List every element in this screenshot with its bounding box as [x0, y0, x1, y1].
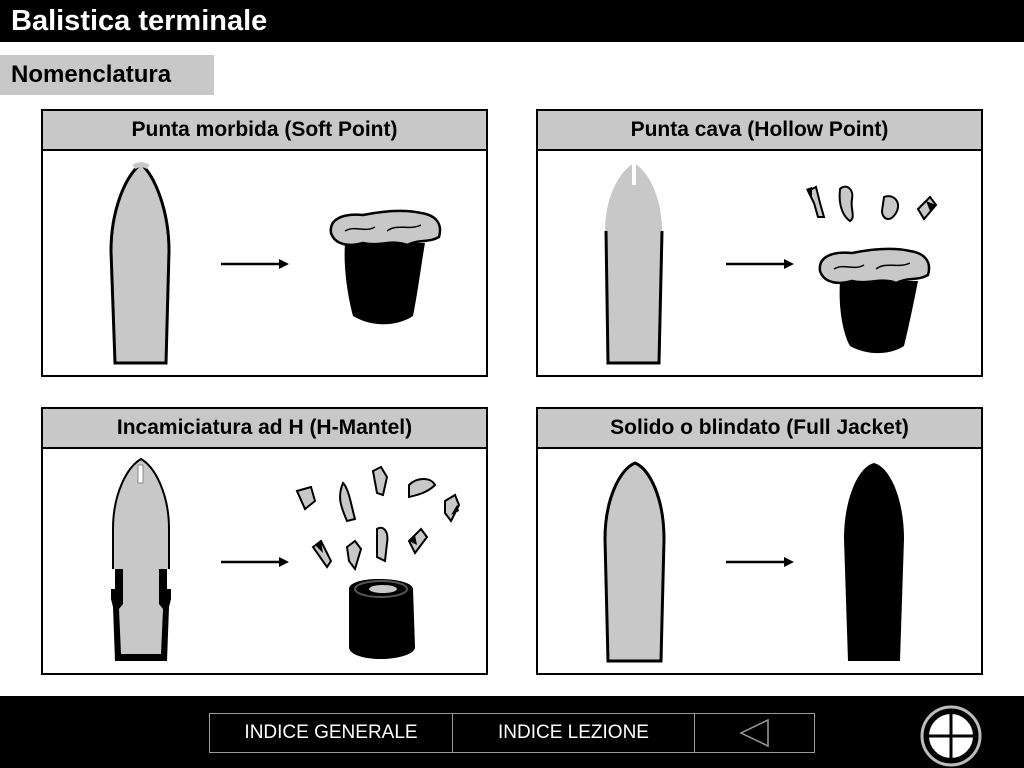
full-jacket-diagram	[603, 461, 904, 663]
nav-bar: INDICE GENERALE INDICE LEZIONE	[209, 713, 815, 753]
footer-bar: INDICE GENERALE INDICE LEZIONE	[0, 696, 1024, 768]
triangle-left-icon	[738, 718, 769, 748]
soft-point-diagram	[109, 162, 442, 365]
arrow-right-icon	[726, 259, 794, 269]
title-bar: Balistica terminale	[0, 0, 1024, 42]
hollow-point-diagram	[604, 163, 938, 365]
hollow-point-bullet-icon	[604, 163, 664, 365]
panel-title-soft-point: Punta morbida (Soft Point)	[43, 111, 486, 151]
panel-hollow-point: Punta cava (Hollow Point)	[536, 109, 983, 377]
mushroomed-bullet-icon	[329, 209, 442, 325]
page-title: Balistica terminale	[11, 5, 268, 37]
panel-title-hollow-point: Punta cava (Hollow Point)	[538, 111, 981, 151]
panel-full-jacket: Solido o blindato (Full Jacket)	[536, 407, 983, 675]
fragments-icon	[806, 185, 938, 223]
h-mantel-bullet-icon	[111, 457, 171, 661]
crosshair-scope-icon[interactable]	[920, 704, 984, 768]
panel-soft-point: Punta morbida (Soft Point)	[41, 109, 488, 377]
h-mantel-diagram	[111, 457, 461, 661]
fragments-icon	[295, 465, 461, 572]
panel-title-full-jacket: Solido o blindato (Full Jacket)	[538, 409, 981, 449]
mushroomed-bullet-icon	[818, 247, 931, 354]
soft-point-bullet-icon	[109, 162, 171, 365]
back-button[interactable]	[694, 714, 814, 752]
panel-title-h-mantel: Incamiciatura ad H (H-Mantel)	[43, 409, 486, 449]
arrow-right-icon	[726, 557, 794, 567]
arrow-right-icon	[221, 557, 289, 567]
panel-h-mantel: Incamiciatura ad H (H-Mantel)	[41, 407, 488, 675]
general-index-button[interactable]: INDICE GENERALE	[244, 722, 418, 743]
section-label: Nomenclatura	[0, 55, 214, 95]
lesson-index-button[interactable]: INDICE LEZIONE	[452, 714, 694, 752]
intact-bullet-icon	[844, 463, 904, 661]
arrow-right-icon	[221, 259, 289, 269]
full-jacket-bullet-icon	[603, 461, 666, 663]
cylinder-core-icon	[349, 579, 415, 659]
